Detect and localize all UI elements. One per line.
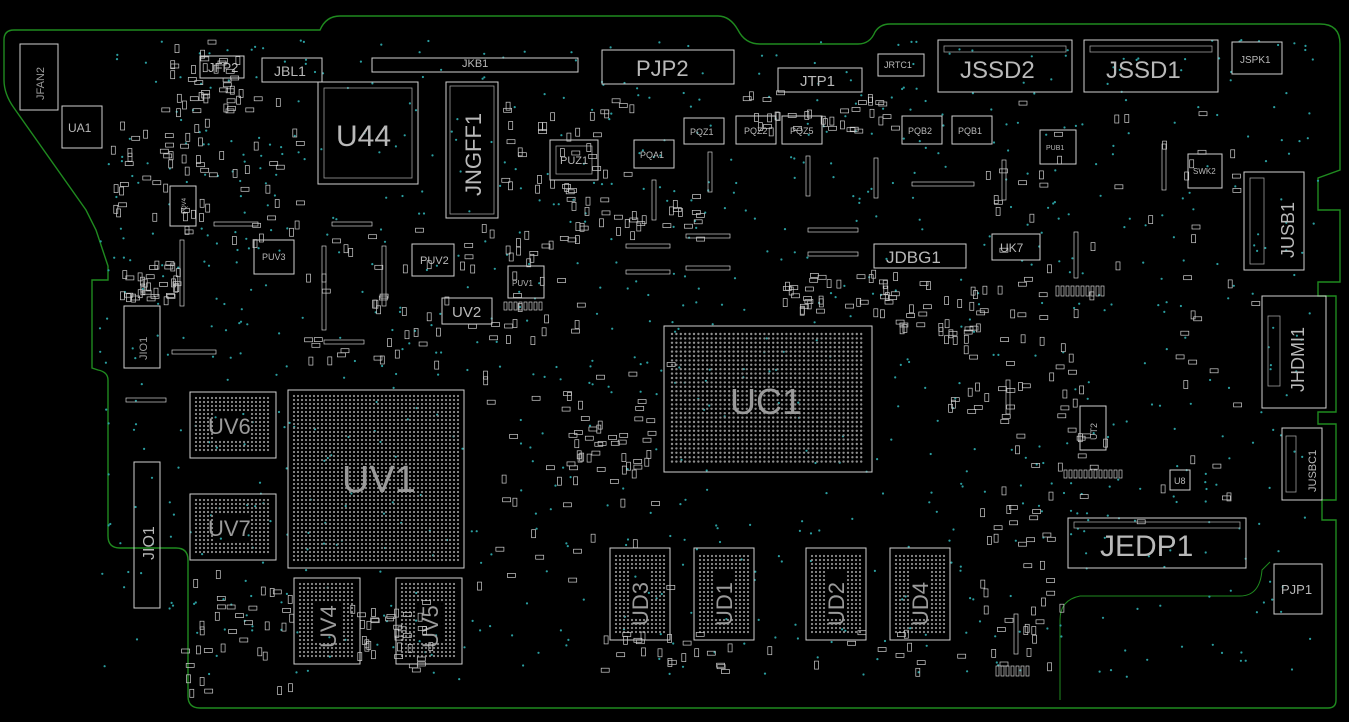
u8-chip: U8 bbox=[1169, 469, 1191, 491]
jngff1-connector: JNGFF1 bbox=[445, 81, 499, 219]
board-outline bbox=[3, 15, 1341, 709]
jssd2-label: JSSD2 bbox=[960, 57, 1035, 84]
pjp1-label: PJP1 bbox=[1281, 582, 1312, 597]
ud2-chip: UD2 bbox=[805, 547, 867, 641]
ut2-chip: UT2 bbox=[1079, 405, 1107, 451]
puv3-label: PUV3 bbox=[262, 252, 286, 262]
pqb1-chip: PQB1 bbox=[951, 115, 993, 145]
jedp1-label: JEDP1 bbox=[1100, 530, 1193, 563]
uv4-chip: UV4 bbox=[293, 577, 361, 665]
uv6-label: UV6 bbox=[208, 414, 251, 439]
puz1-label: PUZ1 bbox=[560, 155, 588, 167]
puv2-chip: PUV2 bbox=[411, 243, 455, 277]
ud1-chip: UD1 bbox=[693, 547, 755, 641]
jbl1-label: JBL1 bbox=[274, 63, 306, 79]
ua1-chip: UA1 bbox=[61, 105, 103, 149]
uc1-label: UC1 bbox=[730, 381, 802, 422]
jio1-connector: JIO1 bbox=[133, 461, 161, 609]
jusbc1-connector: JUSBC1 bbox=[1281, 427, 1323, 501]
ua1-label: UA1 bbox=[68, 121, 92, 135]
jhdmi1-connector: JHDMI1 bbox=[1261, 295, 1327, 409]
pjp2-label: PJP2 bbox=[636, 56, 689, 81]
jio1-label: JIO1 bbox=[141, 526, 158, 560]
pqv4-label: PQV4 bbox=[182, 197, 188, 214]
jrtc1-connector: JRTC1 bbox=[877, 53, 925, 77]
jfan1-connector: JFAN2 bbox=[19, 43, 59, 111]
uv7-label: UV7 bbox=[208, 516, 251, 541]
jfan2-label: JIO1 bbox=[138, 337, 150, 360]
puv1-label: PUV1 bbox=[512, 279, 533, 288]
jtp1-label: JTP1 bbox=[800, 73, 835, 90]
jngff1-label: JNGFF1 bbox=[461, 113, 486, 196]
via-field bbox=[98, 39, 1320, 681]
jtp1-connector: JTP1 bbox=[777, 67, 863, 93]
pub1-label: PUB1 bbox=[1046, 145, 1064, 152]
jssd1-label: JSSD1 bbox=[1106, 57, 1181, 84]
uv6-chip: UV6 bbox=[189, 391, 277, 459]
jusbc1-label: JUSBC1 bbox=[1307, 450, 1319, 492]
jfp2-connector: JFP2 bbox=[199, 55, 245, 79]
jfan1-label: JFAN2 bbox=[35, 67, 47, 100]
uv1-chip: UV1 bbox=[287, 389, 465, 569]
pqb2-chip: PQB2 bbox=[901, 115, 943, 145]
puz1-chip: PUZ1 bbox=[549, 139, 599, 181]
u44-label: U44 bbox=[336, 120, 391, 153]
jssd1-connector: JSSD1 bbox=[1083, 39, 1219, 93]
uc1-chip: UC1 bbox=[663, 325, 873, 473]
uv5-chip: UV5 bbox=[395, 577, 463, 665]
jedp1-connector: JEDP1 bbox=[1067, 517, 1247, 569]
uv7-chip: UV7 bbox=[189, 493, 277, 561]
ud4-label: UD4 bbox=[908, 582, 933, 626]
ud2-label: UD2 bbox=[824, 582, 849, 626]
pjp1-connector: PJP1 bbox=[1273, 563, 1323, 615]
jspk1-connector: JSPK1 bbox=[1231, 41, 1283, 75]
jhdmi1-label: JHDMI1 bbox=[1288, 327, 1308, 392]
pqz5-label: PQZ5 bbox=[790, 126, 814, 136]
ud3-chip: UD3 bbox=[609, 547, 671, 641]
jusb1-label: JUSB1 bbox=[1278, 202, 1298, 258]
jfp2-label: JFP2 bbox=[208, 60, 238, 75]
jspk1-label: JSPK1 bbox=[1240, 55, 1271, 66]
passive-components bbox=[110, 39, 1261, 698]
jssd2-connector: JSSD2 bbox=[937, 39, 1073, 93]
uk7-chip: UK7 bbox=[991, 233, 1041, 261]
jfan2-connector: JIO1 bbox=[123, 305, 161, 369]
board-outline-inner bbox=[1059, 561, 1271, 700]
ud4-chip: UD4 bbox=[889, 547, 951, 641]
pjp2-connector: PJP2 bbox=[601, 49, 735, 85]
swk2-switch: SWK2 bbox=[1187, 153, 1223, 189]
ut2-label: UT2 bbox=[1089, 423, 1099, 440]
puv3-chip: PUV3 bbox=[253, 239, 295, 275]
pqz2-chip: PQZ2 bbox=[735, 115, 777, 145]
jdbg1-connector: JDBG1 bbox=[873, 243, 967, 269]
ud3-label: UD3 bbox=[628, 582, 653, 626]
u44-chip: U44 bbox=[317, 81, 419, 185]
ud1-label: UD1 bbox=[712, 582, 737, 626]
jkb1-connector: JKB1 bbox=[371, 57, 579, 73]
jdbg1-label: JDBG1 bbox=[886, 248, 941, 267]
jbl1-connector: JBL1 bbox=[261, 57, 323, 83]
pqb1-label: PQB1 bbox=[958, 126, 982, 136]
swk2-label: SWK2 bbox=[1193, 167, 1216, 176]
uv4-label: UV4 bbox=[316, 605, 341, 648]
pqz1-label: PQZ1 bbox=[690, 127, 714, 137]
pqa1-chip: PQA1 bbox=[633, 139, 675, 169]
uv2-chip: UV2 bbox=[441, 297, 493, 325]
jusb1-connector: JUSB1 bbox=[1243, 171, 1305, 271]
u8-label: U8 bbox=[1174, 476, 1186, 486]
pqb2-label: PQB2 bbox=[908, 126, 932, 136]
pqz5-chip: PQZ5 bbox=[781, 115, 823, 145]
pqz2-label: PQZ2 bbox=[744, 126, 768, 136]
pqz1-chip: PQZ1 bbox=[683, 117, 725, 145]
uv2-label: UV2 bbox=[452, 304, 481, 321]
uv1-label: UV1 bbox=[342, 459, 416, 501]
pqa1-label: PQA1 bbox=[640, 150, 664, 160]
jkb1-label: JKB1 bbox=[462, 58, 488, 70]
uk7-label: UK7 bbox=[1000, 241, 1024, 255]
puv2-label: PUV2 bbox=[420, 255, 449, 267]
pqv4-chip: PQV4 bbox=[169, 185, 197, 227]
jrtc1-label: JRTC1 bbox=[884, 60, 912, 70]
